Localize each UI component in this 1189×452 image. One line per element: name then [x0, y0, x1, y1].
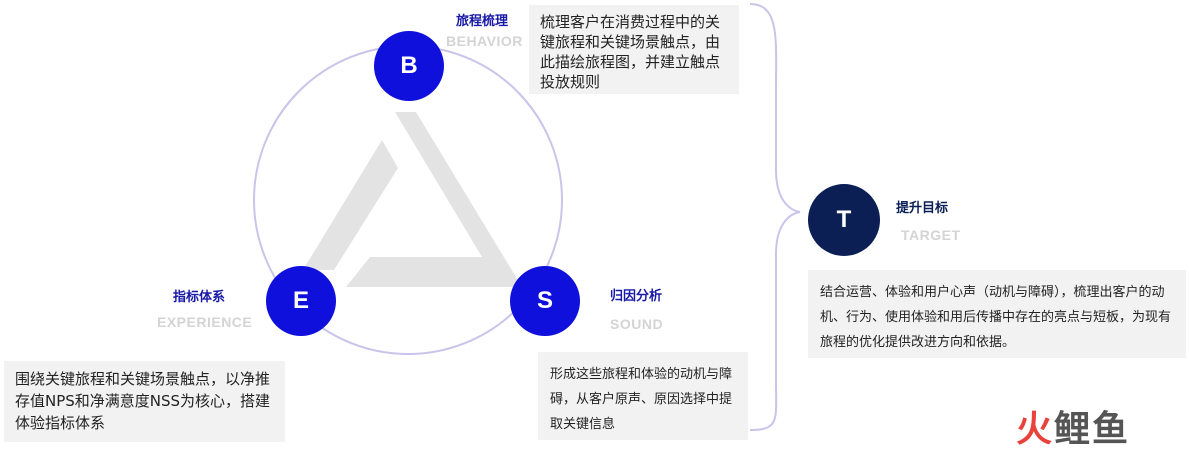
node-e-description-box: 围绕关键旅程和关键场景触点，以净推存值NPS和净满意度NSS为核心，搭建体验指标…: [4, 361, 285, 442]
node-t-description-box: 结合运营、体验和用户心声（动机与障碍），梳理出客户的动机、行为、使用体验和用后传…: [808, 270, 1186, 358]
watermark-logo: 火鲤鱼: [1016, 400, 1130, 452]
node-t-title: 提升目标: [896, 201, 949, 216]
node-e-subtitle: EXPERIENCE: [157, 314, 253, 330]
node-b-letter: B: [400, 52, 418, 79]
node-s-description-box: 形成这些旅程和体验的动机与障碍，从客户原声、原因选择中提取关键信息: [538, 352, 748, 440]
node-t-subtitle: TARGET: [901, 227, 961, 243]
node-s-description: 形成这些旅程和体验的动机与障碍，从客户原声、原因选择中提取关键信息: [550, 367, 733, 432]
grouping-bracket: [749, 3, 801, 431]
node-e: E: [266, 266, 336, 336]
node-e-letter: E: [292, 287, 309, 314]
triangle-segment-right: [395, 112, 522, 287]
node-s-title: 归因分析: [610, 289, 663, 304]
node-b-subtitle: BEHAVIOR: [446, 33, 523, 49]
node-s-subtitle: SOUND: [610, 316, 664, 332]
node-t-letter: T: [836, 206, 852, 233]
node-b-title: 旅程梳理: [456, 14, 509, 29]
node-t: T: [808, 184, 880, 256]
node-b: B: [374, 31, 444, 101]
watermark-part2: 鲤鱼: [1054, 409, 1131, 450]
node-b-description-box: 梳理客户在消费过程中的关键旅程和关键场景触点，由此描绘旅程图，并建立触点投放规则: [529, 5, 739, 94]
triangle-segment-left: [303, 140, 398, 270]
node-s: S: [510, 266, 580, 336]
node-e-description: 围绕关键旅程和关键场景触点，以净推存值NPS和净满意度NSS为核心，搭建体验指标…: [15, 370, 271, 432]
node-e-title: 指标体系: [173, 290, 226, 305]
watermark-part1: 火: [1016, 409, 1055, 450]
node-t-description: 结合运营、体验和用户心声（动机与障碍），梳理出客户的动机、行为、使用体验和用后传…: [820, 285, 1172, 350]
node-b-description: 梳理客户在消费过程中的关键旅程和关键场景触点，由此描绘旅程图，并建立触点投放规则: [540, 13, 721, 91]
node-s-letter: S: [536, 287, 553, 314]
triangle-segment-bottom: [346, 257, 502, 287]
